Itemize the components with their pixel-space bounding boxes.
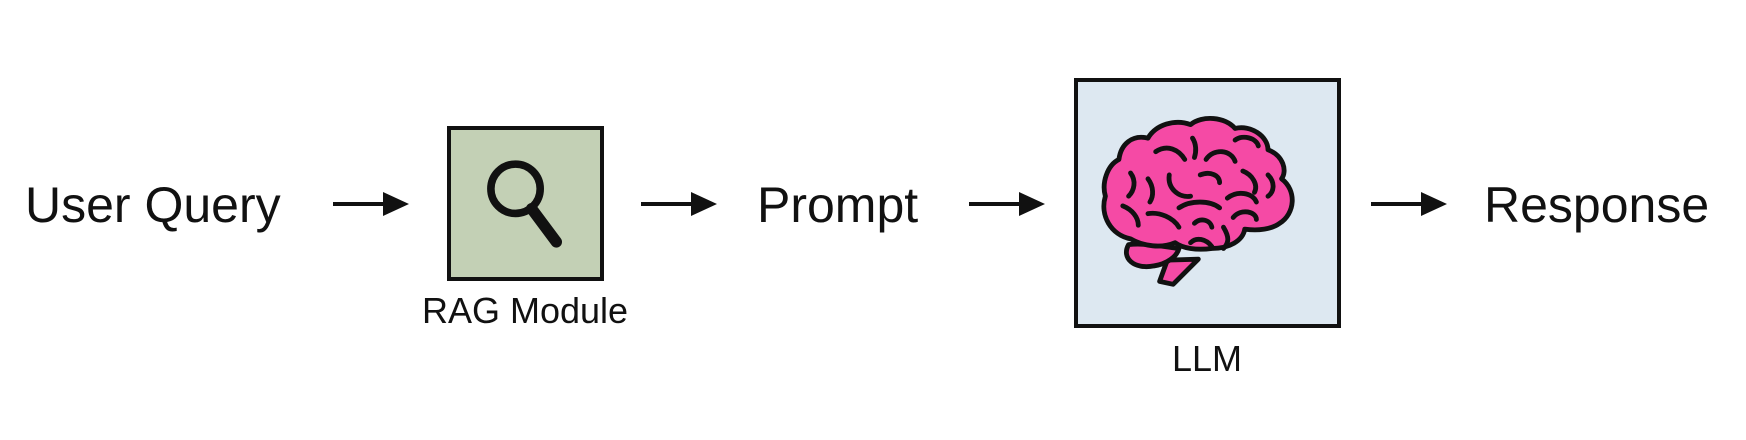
magnifier-icon bbox=[487, 160, 563, 248]
arrow-right-icon bbox=[641, 192, 717, 216]
llm-caption: LLM bbox=[1171, 338, 1243, 379]
rag-module-box bbox=[447, 126, 604, 281]
llm-box bbox=[1074, 78, 1341, 328]
brain-icon bbox=[1101, 116, 1295, 287]
arrow-right-icon bbox=[969, 192, 1045, 216]
user-query-label: User Query bbox=[25, 177, 281, 233]
arrow-right-icon bbox=[1371, 192, 1447, 216]
arrow-right-icon bbox=[333, 192, 409, 216]
response-label: Response bbox=[1484, 177, 1710, 233]
prompt-label: Prompt bbox=[757, 177, 919, 233]
rag-module-caption: RAG Module bbox=[421, 290, 629, 331]
